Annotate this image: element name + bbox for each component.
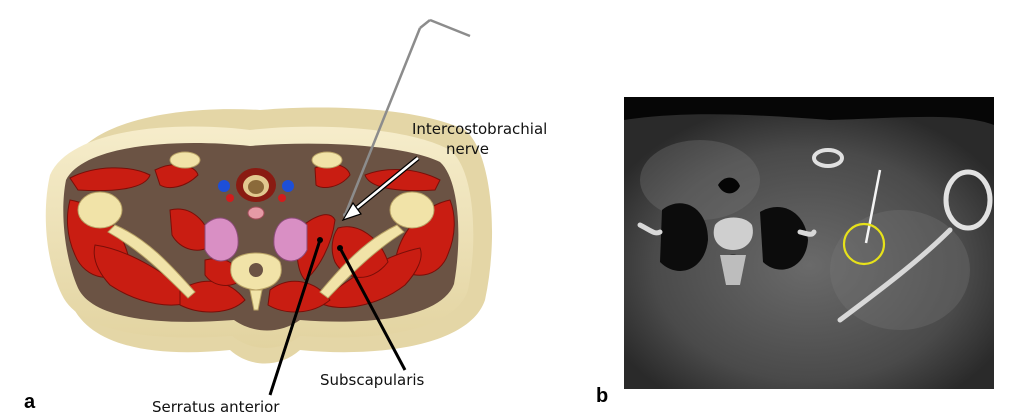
label-nerve-line1: Intercostobrachial (412, 120, 547, 138)
ct-humeral-head (943, 169, 993, 231)
label-nerve-line2: nerve (446, 140, 489, 158)
ct-vertebra (713, 217, 753, 285)
label-serratus-anterior: Serratus anterior (152, 398, 280, 416)
lungs (204, 217, 308, 262)
panel-letter-b: b (596, 385, 608, 407)
panel-a-illustration: Intercostobrachial nerve Subscapularis S… (24, 18, 547, 416)
ct-target-circle (842, 222, 886, 266)
panel-b-ct-image: b (596, 97, 994, 407)
ct-needle (864, 169, 882, 244)
label-subscapularis: Subscapularis (320, 371, 425, 389)
ct-lung-left (660, 203, 708, 271)
trachea (236, 168, 276, 220)
bones (77, 151, 435, 311)
ct-bones (637, 222, 953, 323)
ct-trachea (718, 177, 740, 194)
ct-clavicle (812, 148, 844, 168)
annotation-pointers (268, 156, 420, 396)
panel-letter-a: a (24, 391, 36, 413)
muscle-group-right (267, 163, 455, 313)
ct-lung-right (760, 207, 808, 270)
ct-body (624, 114, 994, 389)
muscle-group-left (66, 164, 246, 313)
vessels (218, 180, 294, 202)
